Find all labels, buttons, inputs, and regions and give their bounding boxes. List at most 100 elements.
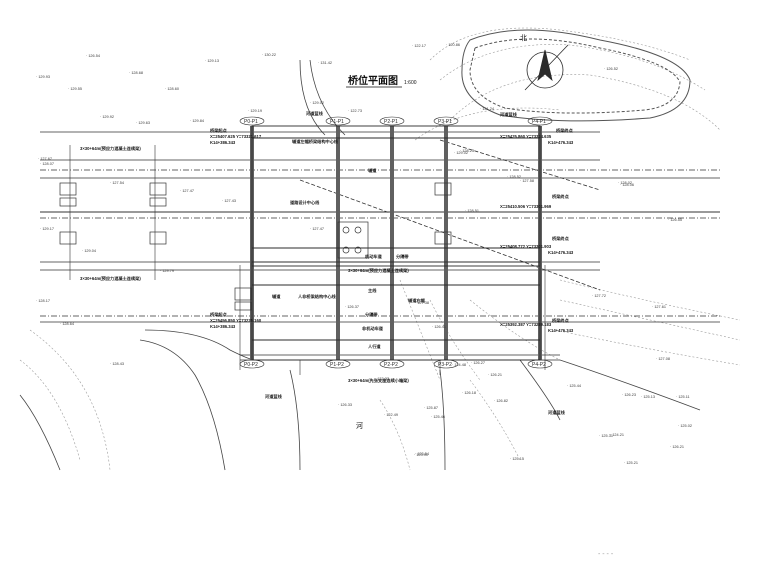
spot-elevation: · 128.52 [507,175,521,179]
end-label: 桥梁终点 [552,317,570,324]
spot-elevation: · 127.43 [222,199,236,203]
spot-elevation: · 130.22 [262,53,276,57]
lane-label: 辅道 [368,167,377,174]
spot-elevation: · 129.17 [40,227,54,231]
lane-label: 非机动车道 [362,325,384,332]
spot-elevation: · 128.23 [460,149,474,153]
pier-label: P0-P1 [244,119,258,125]
pier-label: P3-P2 [438,362,452,368]
spot-elevation: · 129.04 [82,249,96,253]
river-line-label: 河道蓝线 [499,111,518,118]
spot-elevation: · 127.54 [110,181,124,185]
pier-labels: P0-P1 P1-P1 P2-P1 P3-P1 P4-P1 P0-P2 P1-P… [239,116,553,369]
start-label: 桥梁起点 [210,127,228,134]
bottom-mark: - - - - [598,551,614,558]
north-arrow-icon [524,44,569,91]
spot-elevation: · 127.47 [310,227,324,231]
spot-elevation: · 128.17 [36,299,50,303]
start-label: 桥梁起点 [210,311,228,318]
spot-elevation: · 126.18 [462,391,476,395]
spot-elevation: · 129.92 [100,115,114,119]
river-line-label: 河道蓝线 [547,409,566,416]
spot-elevation: · 127.61 [652,305,666,309]
spot-elevation: · 128.51 [465,209,479,213]
spot-elevation: · 127.58 [520,179,534,183]
spot-elevation: · 126.82 [494,399,508,403]
coordinate-label: X=25456.850 Y=73225.160 [210,318,262,323]
spot-elevation: · 122.49 [384,413,398,417]
end-label: 桥梁终点 [556,127,574,134]
spot-elevation: · 128.02 [618,181,632,185]
spot-elevation: · 126.55 [668,218,682,222]
coordinate-label: X=25410.506 Y=73301.969 [500,204,552,209]
coordinate-label: X=25408.772 Y=73301.903 [500,244,552,249]
bridge-deck [251,125,541,361]
spot-elevation: · 125.02 [678,424,692,428]
spot-elevation: · 128.06 [620,183,634,187]
span-label: 3×30+64m(预应力混凝土连续梁) [80,145,141,152]
spot-elevation: · 124.48 [452,363,466,367]
spot-elevation: · 126.41 [432,325,446,329]
station-label: K14+476.343 [548,328,574,333]
river-and-road-curves [19,59,701,471]
spot-elevation: · 125.44 [567,384,581,388]
spot-elevation: · 128.68 [129,71,143,75]
north-label: 北 [520,34,527,42]
river-line-label: 河道蓝线 [264,393,283,400]
lane-label: 人行道 [367,343,381,350]
coordinate-label: X=25425.860 Y=73324.635 [500,134,552,139]
centerline-label: 道路设计中心线 [290,199,320,206]
lane-label: 辅道 [272,293,281,300]
spot-elevation: · 123.54 [415,452,429,456]
spot-elevation: · 127.08 [656,357,670,361]
end-label: 桥梁终点 [552,193,570,200]
coordinate-label: X=25407.625 Y=73321.617 [210,134,262,139]
centerline-label: 辅道左幅桥梁结构中心线 [292,138,339,145]
spot-elevation: · 125.11 [676,395,690,399]
terrain-contours [19,27,741,471]
drawing-title: 桥位平面图 [348,74,398,87]
spot-elevation: · 129.93 [36,75,50,79]
pier-label: P3-P1 [438,119,452,125]
spot-elevation: · 129.02 [310,101,324,105]
drawing-scale: 1:600 [404,80,417,86]
spot-elevation: · 123.37 [375,377,389,381]
spot-elevation: · 129.13 [205,59,219,63]
station-label: K14+476.343 [548,250,574,255]
side-markers [59,182,452,311]
pier-label: P2-P2 [384,362,398,368]
spot-elevations: · 126.54· 129.13· 130.22· 131.42· 122.17… [36,43,692,465]
spot-elevation: · 126.54 [86,54,100,58]
spot-elevation: · 125.46 [431,415,445,419]
spot-elevation: · 122.73 [348,109,362,113]
pier-columns [250,126,542,360]
pier-label: P4-P1 [532,119,546,125]
lane-label: 辅道右幅 [408,297,426,304]
spot-elevation: · 126.21 [670,445,684,449]
span-label: 3×30+64m(预应力混凝土连续梁) [348,267,409,274]
spot-elevation: · 126.23 [622,393,636,397]
spot-elevation: · 120.86 [446,43,460,47]
spot-elevation: · 126.33 [338,403,352,407]
spot-elevation: · 125.87 [424,406,438,410]
pier-label: P1-P1 [330,119,344,125]
station-label: K14+476.343 [548,140,574,145]
river-char: 河 [356,422,363,430]
river-line-label: 河道蓝线 [305,110,324,117]
dimension-ticks [69,145,546,375]
station-label: K14+386.343 [210,324,236,329]
pier-label: P1-P2 [330,362,344,368]
spot-elevation: · 129.19 [248,109,262,113]
spot-elevation: · 126.52 [604,67,618,71]
annotations: 3×30+64m(预应力混凝土连续梁) 3×30+64m(预应力混凝土连续梁) … [80,110,574,416]
spot-elevation: · 128.64 [60,322,74,326]
centerline-label: 人非桥梁结构中心线 [297,293,337,300]
end-label: 桥梁终点 [552,235,570,242]
spot-elevation: · 129.84 [190,119,204,123]
lane-label: 分隔带 [365,311,378,318]
pier-label: P0-P2 [244,362,258,368]
spot-elevation: · 125.15 [510,457,524,461]
spot-elevation: · 131.24 [480,107,494,111]
spot-elevation: · 124.21 [610,433,624,437]
lane-label: 主线 [368,287,377,294]
